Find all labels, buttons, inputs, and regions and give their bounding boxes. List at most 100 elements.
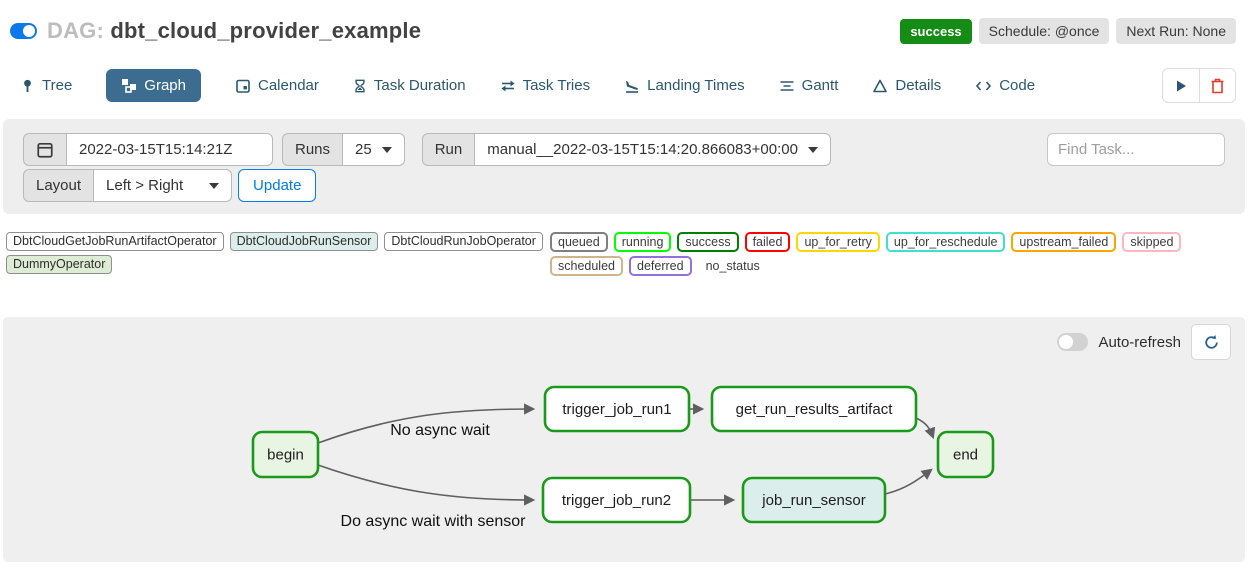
page-title: DAG: dbt_cloud_provider_example <box>47 18 421 44</box>
find-task-input[interactable] <box>1047 133 1225 166</box>
task-node-label: job_run_sensor <box>761 492 865 509</box>
dag-edge <box>915 417 936 440</box>
task-node-box <box>741 476 887 524</box>
dag-edge <box>884 468 933 495</box>
tabs-row: Tree Graph Calendar Task Duration Task T… <box>0 68 1248 103</box>
trash-icon <box>1211 78 1224 93</box>
tab-label: Task Duration <box>373 77 466 94</box>
runs-select[interactable]: 25 <box>343 133 405 166</box>
header-badges: success Schedule: @once Next Run: None <box>900 18 1236 44</box>
run-label: Run <box>421 133 476 166</box>
tab-task-duration[interactable]: Task Duration <box>353 69 466 102</box>
tab-landing-times[interactable]: Landing Times <box>624 69 745 102</box>
task-node-get_run_results_artifact[interactable]: get_run_results_artifact <box>710 385 918 433</box>
dag-pause-toggle[interactable] <box>10 23 37 39</box>
task-node-trigger_job_run1[interactable]: trigger_job_run1 <box>543 385 691 433</box>
tab-label: Code <box>999 77 1036 94</box>
run-value: manual__2022-03-15T15:14:20.866083+00:00 <box>487 141 798 158</box>
task-node-box <box>936 430 995 479</box>
state-badge: success <box>677 232 739 252</box>
task-node-box <box>251 430 320 479</box>
calendar-icon <box>37 142 53 158</box>
delete-dag-button[interactable] <box>1199 68 1236 103</box>
task-node-box <box>543 385 691 433</box>
status-badge: success <box>900 18 972 44</box>
runs-label: Runs <box>282 133 344 166</box>
state-badge: no_status <box>705 259 760 273</box>
tab-tree[interactable]: Tree <box>20 69 72 102</box>
layout-select[interactable]: Left > Right <box>94 169 233 202</box>
tab-details[interactable]: Details <box>872 69 941 102</box>
base-date-input[interactable]: 2022-03-15T15:14:21Z <box>67 133 273 166</box>
state-badge: deferred <box>629 256 692 276</box>
calendar-picker-button[interactable] <box>23 133 67 166</box>
auto-refresh-toggle[interactable] <box>1057 333 1089 351</box>
details-icon <box>873 79 888 92</box>
schedule-badge[interactable]: Schedule: @once <box>978 18 1110 44</box>
state-badge: upstream_failed <box>1011 232 1117 252</box>
base-date-group: 2022-03-15T15:14:21Z <box>23 133 273 166</box>
state-badge: failed <box>744 232 791 252</box>
tab-task-tries[interactable]: Task Tries <box>500 69 591 102</box>
filter-row-1: 2022-03-15T15:14:21Z Runs 25 Run manual_… <box>23 133 1225 166</box>
edge-label: No async wait <box>390 422 490 439</box>
toggle-knob <box>23 25 35 37</box>
state-badge: queued <box>550 232 608 252</box>
task-node-job_run_sensor[interactable]: job_run_sensor <box>741 476 887 524</box>
trigger-dag-button[interactable] <box>1162 68 1199 103</box>
tab-code[interactable]: Code <box>975 69 1035 102</box>
task-node-begin[interactable]: begin <box>251 430 320 479</box>
task-node-box <box>541 476 692 524</box>
state-badge: up_for_reschedule <box>885 232 1006 252</box>
update-button[interactable]: Update <box>238 169 317 202</box>
gantt-icon <box>780 80 794 91</box>
chevron-down-icon <box>807 146 818 153</box>
refresh-icon <box>1204 334 1218 349</box>
operator-badge: DbtCloudRunJobOperator <box>384 232 543 251</box>
state-badge: up_for_retry <box>796 232 880 252</box>
task-node-label: trigger_job_run1 <box>562 401 671 418</box>
operator-badge: DummyOperator <box>6 255 113 274</box>
play-icon <box>1177 80 1186 91</box>
tab-gantt[interactable]: Gantt <box>779 69 838 102</box>
calendar-icon <box>236 79 250 93</box>
state-badge: scheduled <box>550 256 623 276</box>
dag-edge <box>317 403 536 444</box>
task-node-end[interactable]: end <box>936 430 995 479</box>
tab-label: Landing Times <box>647 77 745 94</box>
run-select[interactable]: manual__2022-03-15T15:14:20.866083+00:00 <box>475 133 831 166</box>
refresh-button[interactable] <box>1191 324 1231 360</box>
runs-group: Runs 25 <box>282 133 405 166</box>
graph-icon <box>122 78 137 93</box>
chevron-down-icon <box>381 146 392 153</box>
tab-calendar[interactable]: Calendar <box>235 69 319 102</box>
layout-group: Layout Left > Right <box>23 169 233 202</box>
layout-label: Layout <box>23 169 95 202</box>
code-icon <box>976 80 992 91</box>
view-tabs: Tree Graph Calendar Task Duration Task T… <box>20 69 1035 102</box>
dag-actions <box>1162 68 1236 103</box>
task-node-trigger_job_run2[interactable]: trigger_job_run2 <box>541 476 692 524</box>
hourglass-icon <box>355 79 365 92</box>
tab-graph[interactable]: Graph <box>106 69 201 102</box>
tab-label: Task Tries <box>522 77 591 94</box>
layout-value: Left > Right <box>106 177 184 194</box>
dag-edge <box>317 464 536 506</box>
graph-controls: Auto-refresh <box>1057 324 1231 360</box>
tree-icon <box>24 79 31 92</box>
operator-badge: DbtCloudJobRunSensor <box>229 232 379 251</box>
dag-header: DAG: dbt_cloud_provider_example success … <box>0 0 1248 44</box>
tab-label: Tree <box>42 77 73 94</box>
next-run-badge: Next Run: None <box>1116 18 1236 44</box>
task-node-label: end <box>953 447 978 464</box>
filter-panel: 2022-03-15T15:14:21Z Runs 25 Run manual_… <box>3 119 1245 214</box>
state-badge: running <box>613 232 672 252</box>
run-group: Run manual__2022-03-15T15:14:20.866083+0… <box>421 133 831 166</box>
repeat-icon <box>501 80 515 91</box>
runs-value: 25 <box>355 141 372 158</box>
